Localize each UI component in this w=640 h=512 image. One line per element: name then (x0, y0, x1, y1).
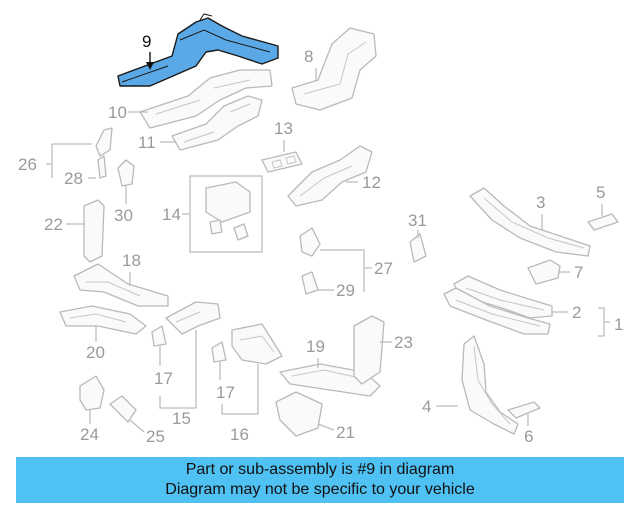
label-17-right: 17 (216, 383, 235, 402)
arrow-9 (146, 62, 154, 70)
label-7: 7 (574, 263, 583, 282)
label-15: 15 (172, 409, 191, 428)
label-8: 8 (304, 47, 313, 66)
label-19: 19 (306, 337, 325, 356)
label-23: 23 (394, 333, 413, 352)
part-25-connector[interactable] (109, 395, 137, 423)
label-27: 27 (374, 259, 393, 278)
part-30-clip[interactable] (117, 159, 135, 187)
label-6: 6 (524, 427, 533, 446)
part-2-duct-lower[interactable] (443, 287, 551, 335)
label-11: 11 (138, 133, 156, 152)
part-14-assembly-box[interactable] (189, 175, 263, 253)
label-30: 30 (114, 206, 133, 225)
label-13: 13 (274, 119, 293, 138)
part-27-clip[interactable] (299, 227, 321, 257)
part-22-panel[interactable] (83, 199, 105, 263)
part-6-clip[interactable] (507, 401, 541, 419)
part-17-clip-left[interactable] (151, 325, 167, 347)
label-16: 16 (230, 425, 249, 444)
info-banner: Part or sub-assembly is #9 in diagram Di… (16, 457, 624, 503)
part-11-duct[interactable] (171, 95, 263, 151)
part-24-connector[interactable] (79, 375, 105, 411)
label-26: 26 (18, 155, 37, 174)
part-13-vent[interactable] (261, 151, 303, 173)
part-18-duct[interactable] (73, 263, 169, 307)
label-29: 29 (336, 281, 355, 300)
label-4: 4 (422, 397, 431, 416)
label-25: 25 (146, 427, 165, 446)
label-2: 2 (572, 303, 581, 322)
part-7-connector[interactable] (527, 259, 561, 285)
part-8-duct[interactable] (291, 27, 377, 111)
label-20: 20 (86, 343, 105, 362)
label-1: 1 (614, 315, 623, 334)
part-10-duct[interactable] (139, 69, 273, 129)
part-26-clip[interactable] (95, 127, 113, 157)
part-20-duct[interactable] (59, 305, 147, 335)
label-21: 21 (336, 423, 355, 442)
part-9-duct[interactable] (117, 13, 279, 87)
label-5: 5 (596, 183, 605, 202)
banner-line-2: Diagram may not be specific to your vehi… (165, 481, 475, 498)
part-21-duct[interactable] (275, 391, 323, 437)
part-29-clip[interactable] (301, 271, 319, 295)
part-4-duct[interactable] (461, 335, 519, 435)
part-23-panel[interactable] (353, 315, 385, 385)
label-10: 10 (108, 103, 127, 122)
part-31-clip[interactable] (409, 233, 427, 263)
label-17-left: 17 (154, 369, 173, 388)
part-15-duct[interactable] (165, 301, 221, 335)
part-28-fastener[interactable] (97, 155, 107, 179)
part-5-clip[interactable] (587, 213, 619, 231)
label-3: 3 (536, 193, 545, 212)
label-14: 14 (162, 205, 181, 224)
part-3-duct[interactable] (469, 187, 591, 257)
banner-line-1: Part or sub-assembly is #9 in diagram (185, 461, 455, 478)
label-28: 28 (64, 169, 83, 188)
label-9: 9 (142, 32, 151, 51)
part-17-clip-right[interactable] (211, 341, 227, 363)
label-22: 22 (44, 215, 63, 234)
part-16-duct[interactable] (231, 323, 283, 365)
label-12: 12 (362, 173, 381, 192)
part-12-duct[interactable] (287, 145, 373, 207)
parts-diagram: 9 10 11 8 26 28 30 13 (18, 13, 623, 446)
label-31: 31 (408, 211, 427, 230)
label-18: 18 (122, 251, 141, 270)
label-24: 24 (80, 425, 99, 444)
